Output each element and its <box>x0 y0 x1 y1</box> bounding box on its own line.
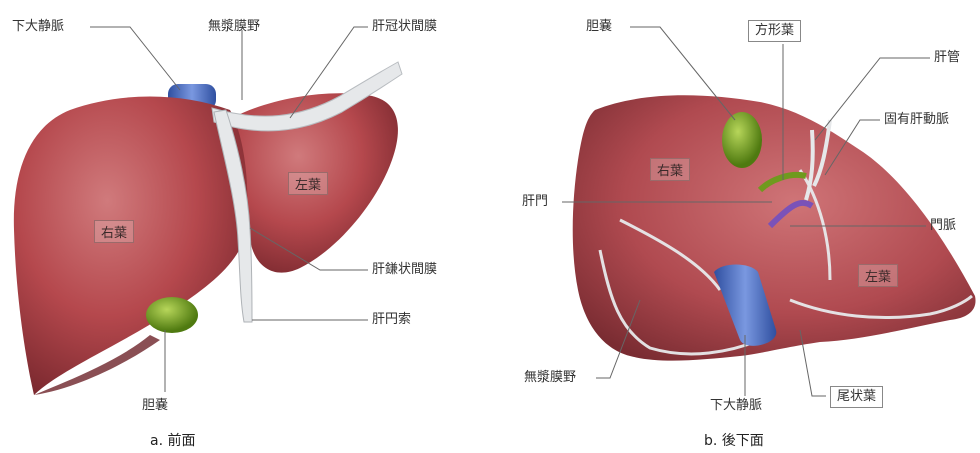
label-b-gallbladder: 胆嚢 <box>586 19 612 35</box>
label-a-coronary-ligament: 肝冠状間膜 <box>372 19 437 35</box>
label-b-caudate-lobe: 尾状葉 <box>830 386 883 408</box>
label-b-porta-hepatis: 肝門 <box>522 194 548 210</box>
label-a-round-ligament: 肝円索 <box>372 312 411 328</box>
label-b-bare-area: 無漿膜野 <box>524 370 576 386</box>
gallbladder-shape-a <box>146 297 198 333</box>
label-b-hepatic-duct: 肝管 <box>934 50 960 66</box>
label-b-proper-hepatic-artery: 固有肝動脈 <box>884 112 949 128</box>
caption-b: b. 後下面 <box>704 430 764 450</box>
label-a-ivc: 下大静脈 <box>12 19 64 35</box>
label-b-ivc: 下大静脈 <box>710 398 762 414</box>
panel-b-art <box>562 27 976 396</box>
label-a-left-lobe: 左葉 <box>288 172 328 195</box>
label-b-quadrate-lobe: 方形葉 <box>748 20 801 42</box>
caption-a: a. 前面 <box>150 430 195 450</box>
label-b-right-lobe: 右葉 <box>650 158 690 181</box>
label-a-falciform-ligament: 肝鎌状間膜 <box>372 262 437 278</box>
label-a-gallbladder: 胆嚢 <box>142 398 168 414</box>
label-a-right-lobe: 右葉 <box>94 220 134 243</box>
panel-a-art <box>14 27 402 395</box>
label-a-bare-area: 無漿膜野 <box>208 19 260 35</box>
label-b-left-lobe: 左葉 <box>858 264 898 287</box>
label-b-portal-vein: 門脈 <box>930 218 956 234</box>
gallbladder-shape-b <box>722 112 762 168</box>
